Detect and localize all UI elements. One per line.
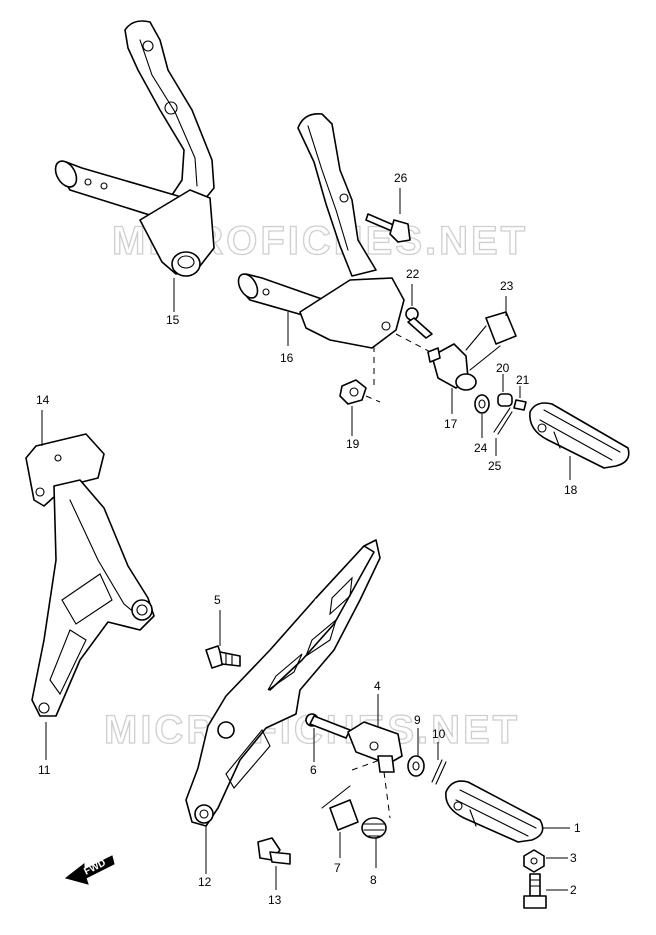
callout-23: 23 — [500, 279, 514, 293]
dash-4-8 — [383, 771, 391, 819]
callout-22: 22 — [406, 267, 420, 281]
callout-20: 20 — [496, 361, 510, 375]
part-3-nut — [523, 849, 545, 873]
callout-12: 12 — [198, 875, 212, 889]
part-15-bracket — [54, 20, 215, 277]
callout-21: 21 — [516, 373, 530, 387]
callout-4: 4 — [374, 679, 381, 693]
part-17-pivot — [427, 343, 477, 391]
part-9-washer — [407, 755, 425, 777]
callout-5: 5 — [214, 593, 221, 607]
callout-11: 11 — [38, 763, 51, 777]
part-14-plate — [25, 433, 105, 507]
part-5-bolt — [205, 645, 241, 669]
part-12-bracket — [185, 539, 381, 827]
part-7-spring — [321, 785, 359, 831]
callout-9: 9 — [414, 713, 421, 727]
callout-18: 18 — [564, 483, 578, 497]
fwd-arrow-icon: FWD — [64, 855, 115, 885]
callout-19: 19 — [346, 437, 360, 451]
part-2-bolt — [523, 873, 547, 909]
dash-4 — [351, 759, 381, 771]
dash-19 — [365, 395, 381, 403]
callout-17: 17 — [444, 417, 458, 431]
callout-15: 15 — [166, 313, 180, 327]
fwd-label: FWD — [82, 858, 107, 878]
callout-6: 6 — [310, 763, 317, 777]
dash-16-17 — [395, 333, 439, 357]
part-25-clip — [493, 407, 513, 435]
callout-8: 8 — [370, 873, 377, 887]
part-24-washer — [474, 394, 490, 414]
callout-25: 25 — [488, 459, 502, 473]
part-6-pin — [305, 713, 351, 739]
callout-7: 7 — [334, 861, 341, 875]
part-1-footpeg — [445, 780, 544, 843]
callout-26: 26 — [394, 171, 408, 185]
callout-2: 2 — [570, 883, 577, 897]
callout-16: 16 — [280, 351, 294, 365]
part-22-pin — [405, 307, 433, 339]
part-10-clip — [431, 759, 447, 785]
callout-10: 10 — [432, 727, 446, 741]
callout-1: 1 — [574, 821, 581, 835]
part-21-pin — [513, 399, 527, 411]
part-18-footpeg — [529, 402, 630, 469]
callout-3: 3 — [570, 851, 577, 865]
part-13-bolt — [257, 837, 291, 865]
part-4-pivot — [347, 721, 403, 773]
part-8-coil — [361, 817, 387, 839]
part-11-bracket — [31, 479, 155, 717]
part-23-spring — [465, 311, 517, 371]
part-19-nut — [339, 379, 367, 405]
callout-24: 24 — [474, 441, 488, 455]
part-20-collar — [497, 393, 513, 407]
callout-14: 14 — [36, 393, 50, 407]
part-26-bolt — [365, 213, 411, 243]
callout-13: 13 — [268, 893, 282, 907]
part-16-bracket — [237, 112, 405, 349]
